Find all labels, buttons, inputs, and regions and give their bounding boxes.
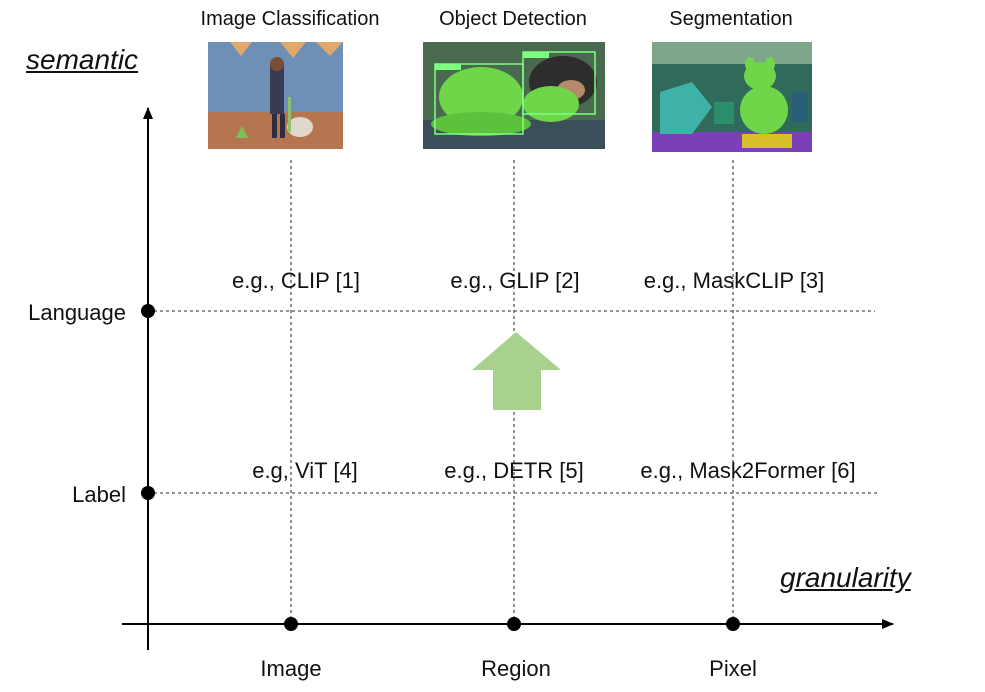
y-level-label: Label xyxy=(72,482,126,507)
x-level-image: Image xyxy=(260,656,322,681)
example-clip: e.g., CLIP [1] xyxy=(231,268,361,293)
x-dot-pixel xyxy=(726,617,740,631)
title-object-detection: Object Detection xyxy=(439,8,587,30)
example-glip: e.g., GLIP [2] xyxy=(450,268,580,293)
x-level-region: Region xyxy=(481,656,551,681)
upgrade-arrow xyxy=(472,332,561,410)
example-vit: e.g, ViT [4] xyxy=(252,458,358,483)
segmentation-thumbnail xyxy=(652,42,812,152)
y-level-language: Language xyxy=(28,300,126,325)
title-image-classification: Image Classification xyxy=(200,8,380,30)
example-detr: e.g., DETR [5] xyxy=(444,458,584,483)
x-dot-region xyxy=(507,617,521,631)
example-maskclip: e.g., MaskCLIP [3] xyxy=(643,268,825,293)
x-level-pixel: Pixel xyxy=(709,656,757,681)
title-segmentation: Segmentation xyxy=(669,8,793,30)
x-dot-image xyxy=(284,617,298,631)
example-mask2former: e.g., Mask2Former [6] xyxy=(640,458,856,483)
y-dot-label xyxy=(141,486,155,500)
image-classification-thumbnail xyxy=(208,42,343,149)
y-axis-title: semantic xyxy=(26,44,139,75)
object-detection-thumbnail xyxy=(423,42,605,149)
x-axis-title: granularity xyxy=(780,562,911,593)
y-dot-language xyxy=(141,304,155,318)
